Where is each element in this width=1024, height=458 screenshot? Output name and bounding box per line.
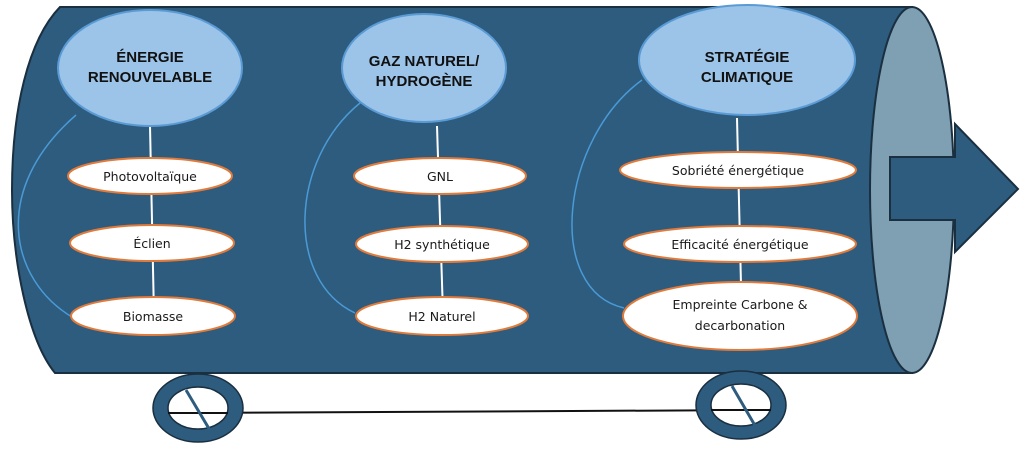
sub-node-efficacite-energetique[interactable]: Efficacité énergétique (623, 225, 857, 263)
sub-node-label-line2: decarbonation (695, 318, 785, 333)
category-label-line1: ÉNERGIE (116, 49, 184, 66)
category-node[interactable]: ÉNERGIE RENOUVELABLE (57, 9, 243, 127)
sub-node-sobriete-energetique[interactable]: Sobriété énergétique (619, 151, 857, 189)
sub-node-label: Sobriété énergétique (672, 163, 804, 178)
sub-node-h2-naturel[interactable]: H2 Naturel (355, 296, 529, 336)
sub-node-label: Biomasse (123, 309, 184, 324)
sub-node-biomasse[interactable]: Biomasse (70, 296, 236, 336)
axle-line (167, 409, 776, 414)
arrow-right-icon (889, 121, 1020, 255)
column-energie-renouvelable: ÉNERGIE RENOUVELABLE Photovoltaïque Écli… (17, 9, 243, 336)
sub-node-gnl[interactable]: GNL (353, 157, 527, 195)
sub-node-h2-synthetique[interactable]: H2 synthétique (355, 225, 529, 263)
category-node[interactable]: STRATÉGIE CLIMATIQUE (638, 4, 856, 116)
sub-node-empreinte-carbone[interactable]: Empreinte Carbone & decarbonation (622, 281, 858, 351)
arc-connector (304, 102, 361, 314)
sub-node-label: Efficacité énergétique (671, 237, 809, 252)
wheel-right (695, 370, 787, 440)
sub-node-label: H2 Naturel (408, 309, 475, 324)
sub-node-photovoltaique[interactable]: Photovoltaïque (67, 157, 233, 195)
sub-node-label: H2 synthétique (394, 237, 490, 252)
category-label-line2: RENOUVELABLE (88, 69, 212, 86)
column-gaz-naturel-hydrogene: GAZ NATUREL/ HYDROGÈNE GNL H2 synthétiqu… (304, 13, 529, 336)
arc-connector (17, 114, 77, 318)
sub-node-label: Éclien (133, 236, 170, 251)
sub-node-label-line1: Empreinte Carbone & (673, 297, 808, 312)
category-label-line1: STRATÉGIE (705, 49, 790, 66)
category-label-line2: HYDROGÈNE (376, 73, 473, 90)
sub-node-label: GNL (427, 169, 453, 184)
wheels (152, 370, 787, 443)
wheel-left (152, 373, 244, 443)
sub-node-label: Photovoltaïque (103, 169, 197, 184)
category-label-line1: GAZ NATUREL/ (369, 53, 480, 70)
category-label-line2: CLIMATIQUE (701, 69, 793, 86)
category-node[interactable]: GAZ NATUREL/ HYDROGÈNE (341, 13, 507, 123)
sub-node-eolien[interactable]: Éclien (69, 224, 235, 262)
column-strategie-climatique: STRATÉGIE CLIMATIQUE Sobriété énergétiqu… (571, 4, 858, 351)
arc-connector (571, 79, 643, 309)
